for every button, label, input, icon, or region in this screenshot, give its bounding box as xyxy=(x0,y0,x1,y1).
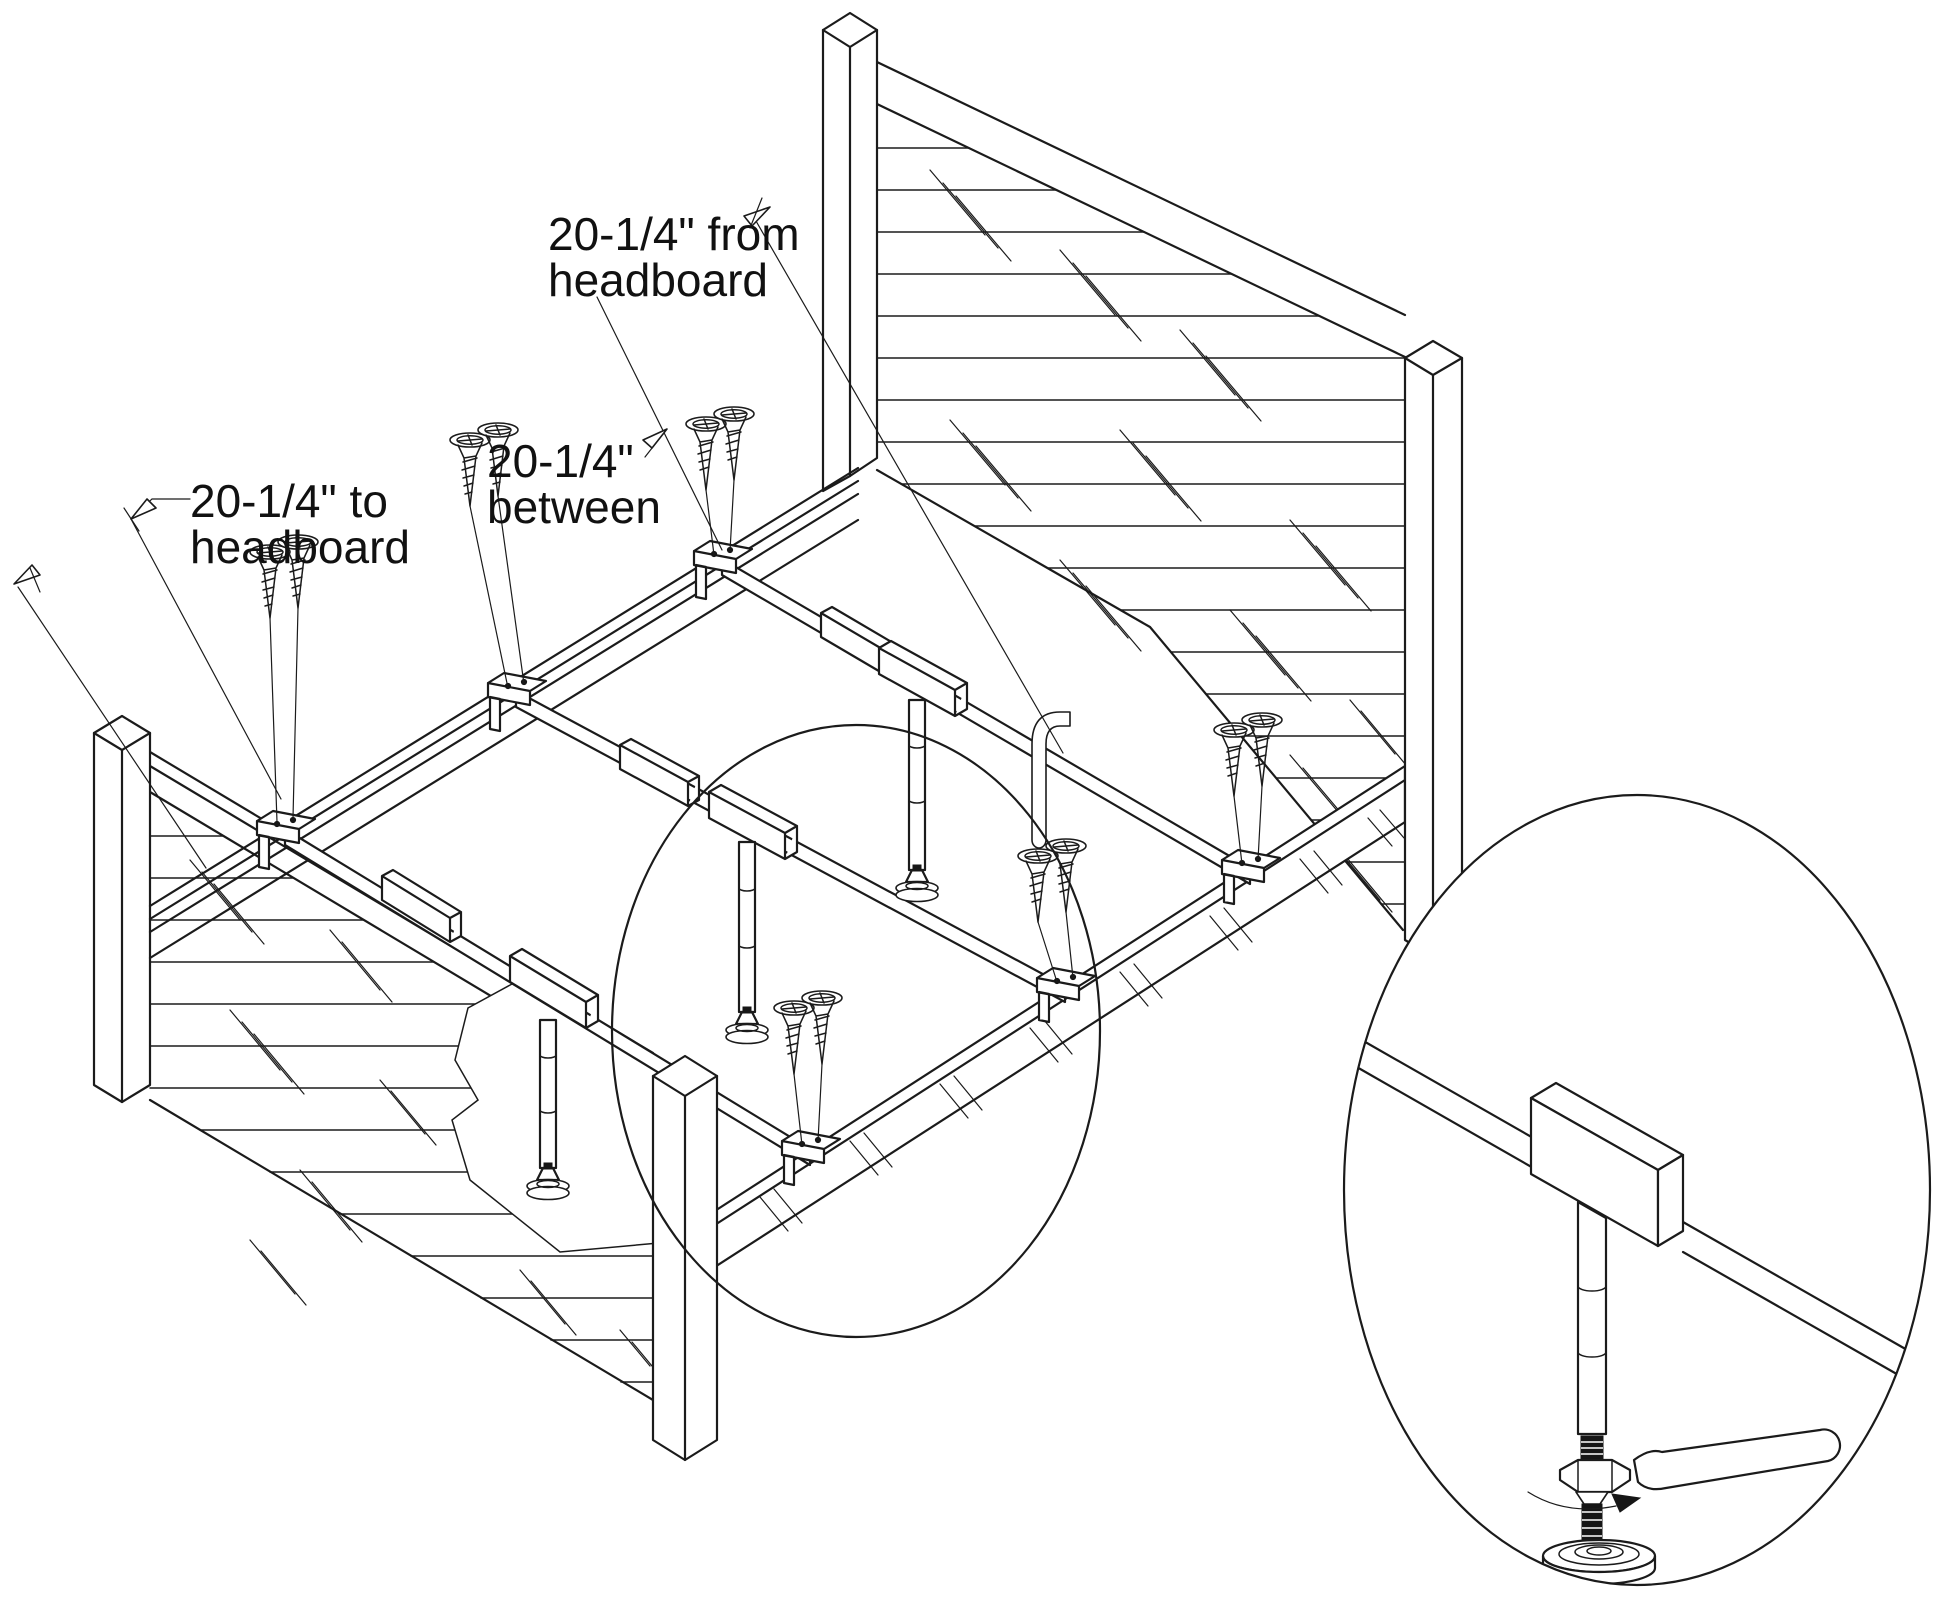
dimension-leaders xyxy=(13,197,1064,869)
sleeve-rail2-center xyxy=(707,783,799,861)
footboard-slats xyxy=(149,835,654,1383)
support-legs xyxy=(526,698,939,1201)
footboard-cutaway xyxy=(451,965,701,1253)
leader-between xyxy=(642,428,668,458)
footboard-left-post-edges xyxy=(92,731,152,1104)
right-side-rail-grain xyxy=(759,809,1405,1232)
footboard-right-post xyxy=(651,1054,719,1462)
detail-foot-pad xyxy=(1541,1538,1657,1585)
screw-pair-4 xyxy=(773,990,843,1146)
screw-pair-6 xyxy=(1213,712,1283,865)
cross-rail-3-bar xyxy=(720,557,1252,886)
detail-circle-border xyxy=(1342,793,1932,1587)
label-from-headboard-line2: headboard xyxy=(548,254,768,306)
detail-cross-rail xyxy=(1353,1037,1537,1171)
headboard-right-post xyxy=(1403,339,1464,959)
bracket-right-1 xyxy=(780,1129,842,1187)
label-between-line1: 20-1/4" xyxy=(487,435,634,487)
leader-to-headboard xyxy=(123,498,282,800)
screw-pair-1 xyxy=(249,534,319,823)
screw-pair-2 xyxy=(449,422,525,689)
leader-from-headboard xyxy=(596,197,1064,754)
label-between-line2: between xyxy=(487,481,661,533)
detail-sleeve-side xyxy=(1656,1153,1685,1248)
sleeve-rail3-center xyxy=(877,639,969,718)
label-to-headboard-line2: headboard xyxy=(190,521,410,573)
footboard-right-post-edges xyxy=(651,1074,719,1462)
headboard-right-post-edges xyxy=(1403,356,1464,959)
label-to-headboard-line1: 20-1/4" to xyxy=(190,475,388,527)
detail-clamp-lever xyxy=(1632,1428,1842,1491)
detail-rotation-arrow xyxy=(1527,1491,1642,1513)
rail-connector-sleeves xyxy=(380,605,969,1030)
callout-ellipse xyxy=(610,723,1102,1339)
detail-leg-shaft xyxy=(1576,1200,1608,1436)
headboard-slats xyxy=(876,147,1406,905)
bracket-right-3 xyxy=(1220,848,1282,906)
screw-pair-5 xyxy=(1017,838,1087,983)
detail-lock-nut xyxy=(1558,1458,1632,1494)
sleeve-rail1-center xyxy=(508,947,600,1030)
bracket-right-2 xyxy=(1035,966,1097,1024)
footboard xyxy=(92,714,663,1402)
screw-pair-3 xyxy=(685,406,755,556)
dimension-labels: 20-1/4" from headboard 20-1/4" between 2… xyxy=(190,208,800,573)
bracket-left-2 xyxy=(486,671,548,733)
leader-left-edge xyxy=(13,564,207,869)
support-leg-1 xyxy=(526,1018,570,1201)
label-from-headboard-line1: 20-1/4" from xyxy=(548,208,800,260)
headboard xyxy=(821,11,1407,932)
sleeve-rail2-a xyxy=(618,737,701,808)
headboard-top-beam xyxy=(875,60,1407,359)
headboard-left-post-edges xyxy=(821,28,879,478)
headboard-grain-ticks xyxy=(929,169,1407,913)
footboard-grain-ticks xyxy=(189,859,663,1379)
support-leg-2 xyxy=(725,840,769,1045)
detail-circle xyxy=(1342,793,1932,1587)
sleeve-rail1-a xyxy=(380,868,463,944)
cutaway-tear-edge xyxy=(451,965,701,1253)
cross-rail-bars xyxy=(283,557,1252,1167)
footboard-bottom-edge xyxy=(148,1098,655,1402)
support-leg-3 xyxy=(895,698,939,903)
mounting-brackets xyxy=(255,539,1282,1187)
bracket-left-1 xyxy=(255,809,317,871)
screws xyxy=(249,406,1283,1146)
